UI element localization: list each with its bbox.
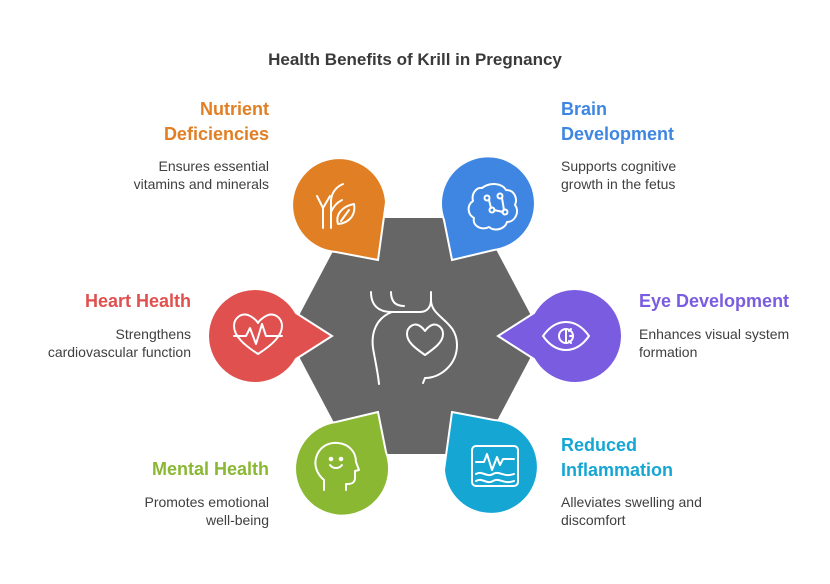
heart-desc-line: cardiovascular function bbox=[47, 344, 191, 360]
reduced-inflammation-node bbox=[442, 410, 539, 515]
mental-description: Promotes emotional well-being bbox=[9, 493, 269, 529]
brain-desc-line: Supports cognitive bbox=[561, 158, 677, 174]
inflammation-desc-line: discomfort bbox=[561, 512, 626, 528]
brain-description: Supports cognitive growth in the fetus bbox=[561, 157, 821, 193]
mental-desc-line: Promotes emotional bbox=[144, 494, 269, 510]
nutrient-desc-line: vitamins and minerals bbox=[133, 176, 269, 192]
mental-heading-line: Mental Health bbox=[151, 459, 269, 479]
inflammation-description: Alleviates swelling and discomfort bbox=[561, 493, 821, 529]
waveform-monitor-icon bbox=[471, 445, 519, 487]
mental-desc-line: well-being bbox=[205, 512, 269, 528]
heart-pulse-icon bbox=[233, 313, 283, 355]
eye-desc-line: formation bbox=[639, 344, 698, 360]
pregnancy-heart-icon bbox=[370, 291, 458, 385]
nutrient-desc-line: Ensures essential bbox=[158, 158, 269, 174]
teardrop-brain bbox=[439, 155, 536, 262]
mental-health-node bbox=[294, 410, 391, 517]
heart-health-node bbox=[207, 288, 334, 384]
mental-heading: Mental Health bbox=[9, 457, 269, 482]
brain-heading: Brain Development bbox=[561, 97, 821, 147]
brain-heading-line: Brain bbox=[561, 99, 608, 119]
smiling-head-icon bbox=[314, 441, 360, 491]
eye-icon bbox=[542, 321, 590, 351]
nutrient-heading: Nutrient Deficiencies bbox=[9, 97, 269, 147]
heart-heading-line: Heart Health bbox=[84, 291, 191, 311]
inflammation-heading-line: Reduced bbox=[561, 435, 638, 455]
heart-description: Strengthens cardiovascular function bbox=[0, 325, 191, 361]
eye-description: Enhances visual system formation bbox=[639, 325, 829, 361]
inflammation-heading: Reduced Inflammation bbox=[561, 433, 821, 483]
brain-desc-line: growth in the fetus bbox=[561, 176, 676, 192]
teardrop-nutrient bbox=[291, 157, 388, 262]
sprout-leaf-icon bbox=[316, 183, 356, 229]
brain-development-node bbox=[439, 155, 536, 262]
diagram-title: Health Benefits of Krill in Pregnancy bbox=[268, 50, 562, 69]
heart-heading: Heart Health bbox=[0, 289, 191, 314]
eye-desc-line: Enhances visual system bbox=[639, 326, 790, 342]
teardrop-mental bbox=[294, 410, 391, 517]
heart-desc-line: Strengthens bbox=[115, 326, 192, 342]
nutrient-deficiencies-node bbox=[291, 157, 388, 262]
nutrient-heading-line: Deficiencies bbox=[163, 124, 269, 144]
inflammation-desc-line: Alleviates swelling and bbox=[561, 494, 702, 510]
teardrop-inflammation bbox=[442, 410, 539, 515]
brain-heading-line: Development bbox=[561, 124, 675, 144]
brain-circuit-icon bbox=[467, 183, 518, 231]
eye-heading: Eye Development bbox=[639, 289, 829, 314]
nutrient-description: Ensures essential vitamins and minerals bbox=[9, 157, 269, 193]
nutrient-heading-line: Nutrient bbox=[200, 99, 269, 119]
eye-heading-line: Eye Development bbox=[639, 291, 790, 311]
eye-development-node bbox=[496, 288, 623, 384]
inflammation-heading-line: Inflammation bbox=[561, 460, 674, 480]
